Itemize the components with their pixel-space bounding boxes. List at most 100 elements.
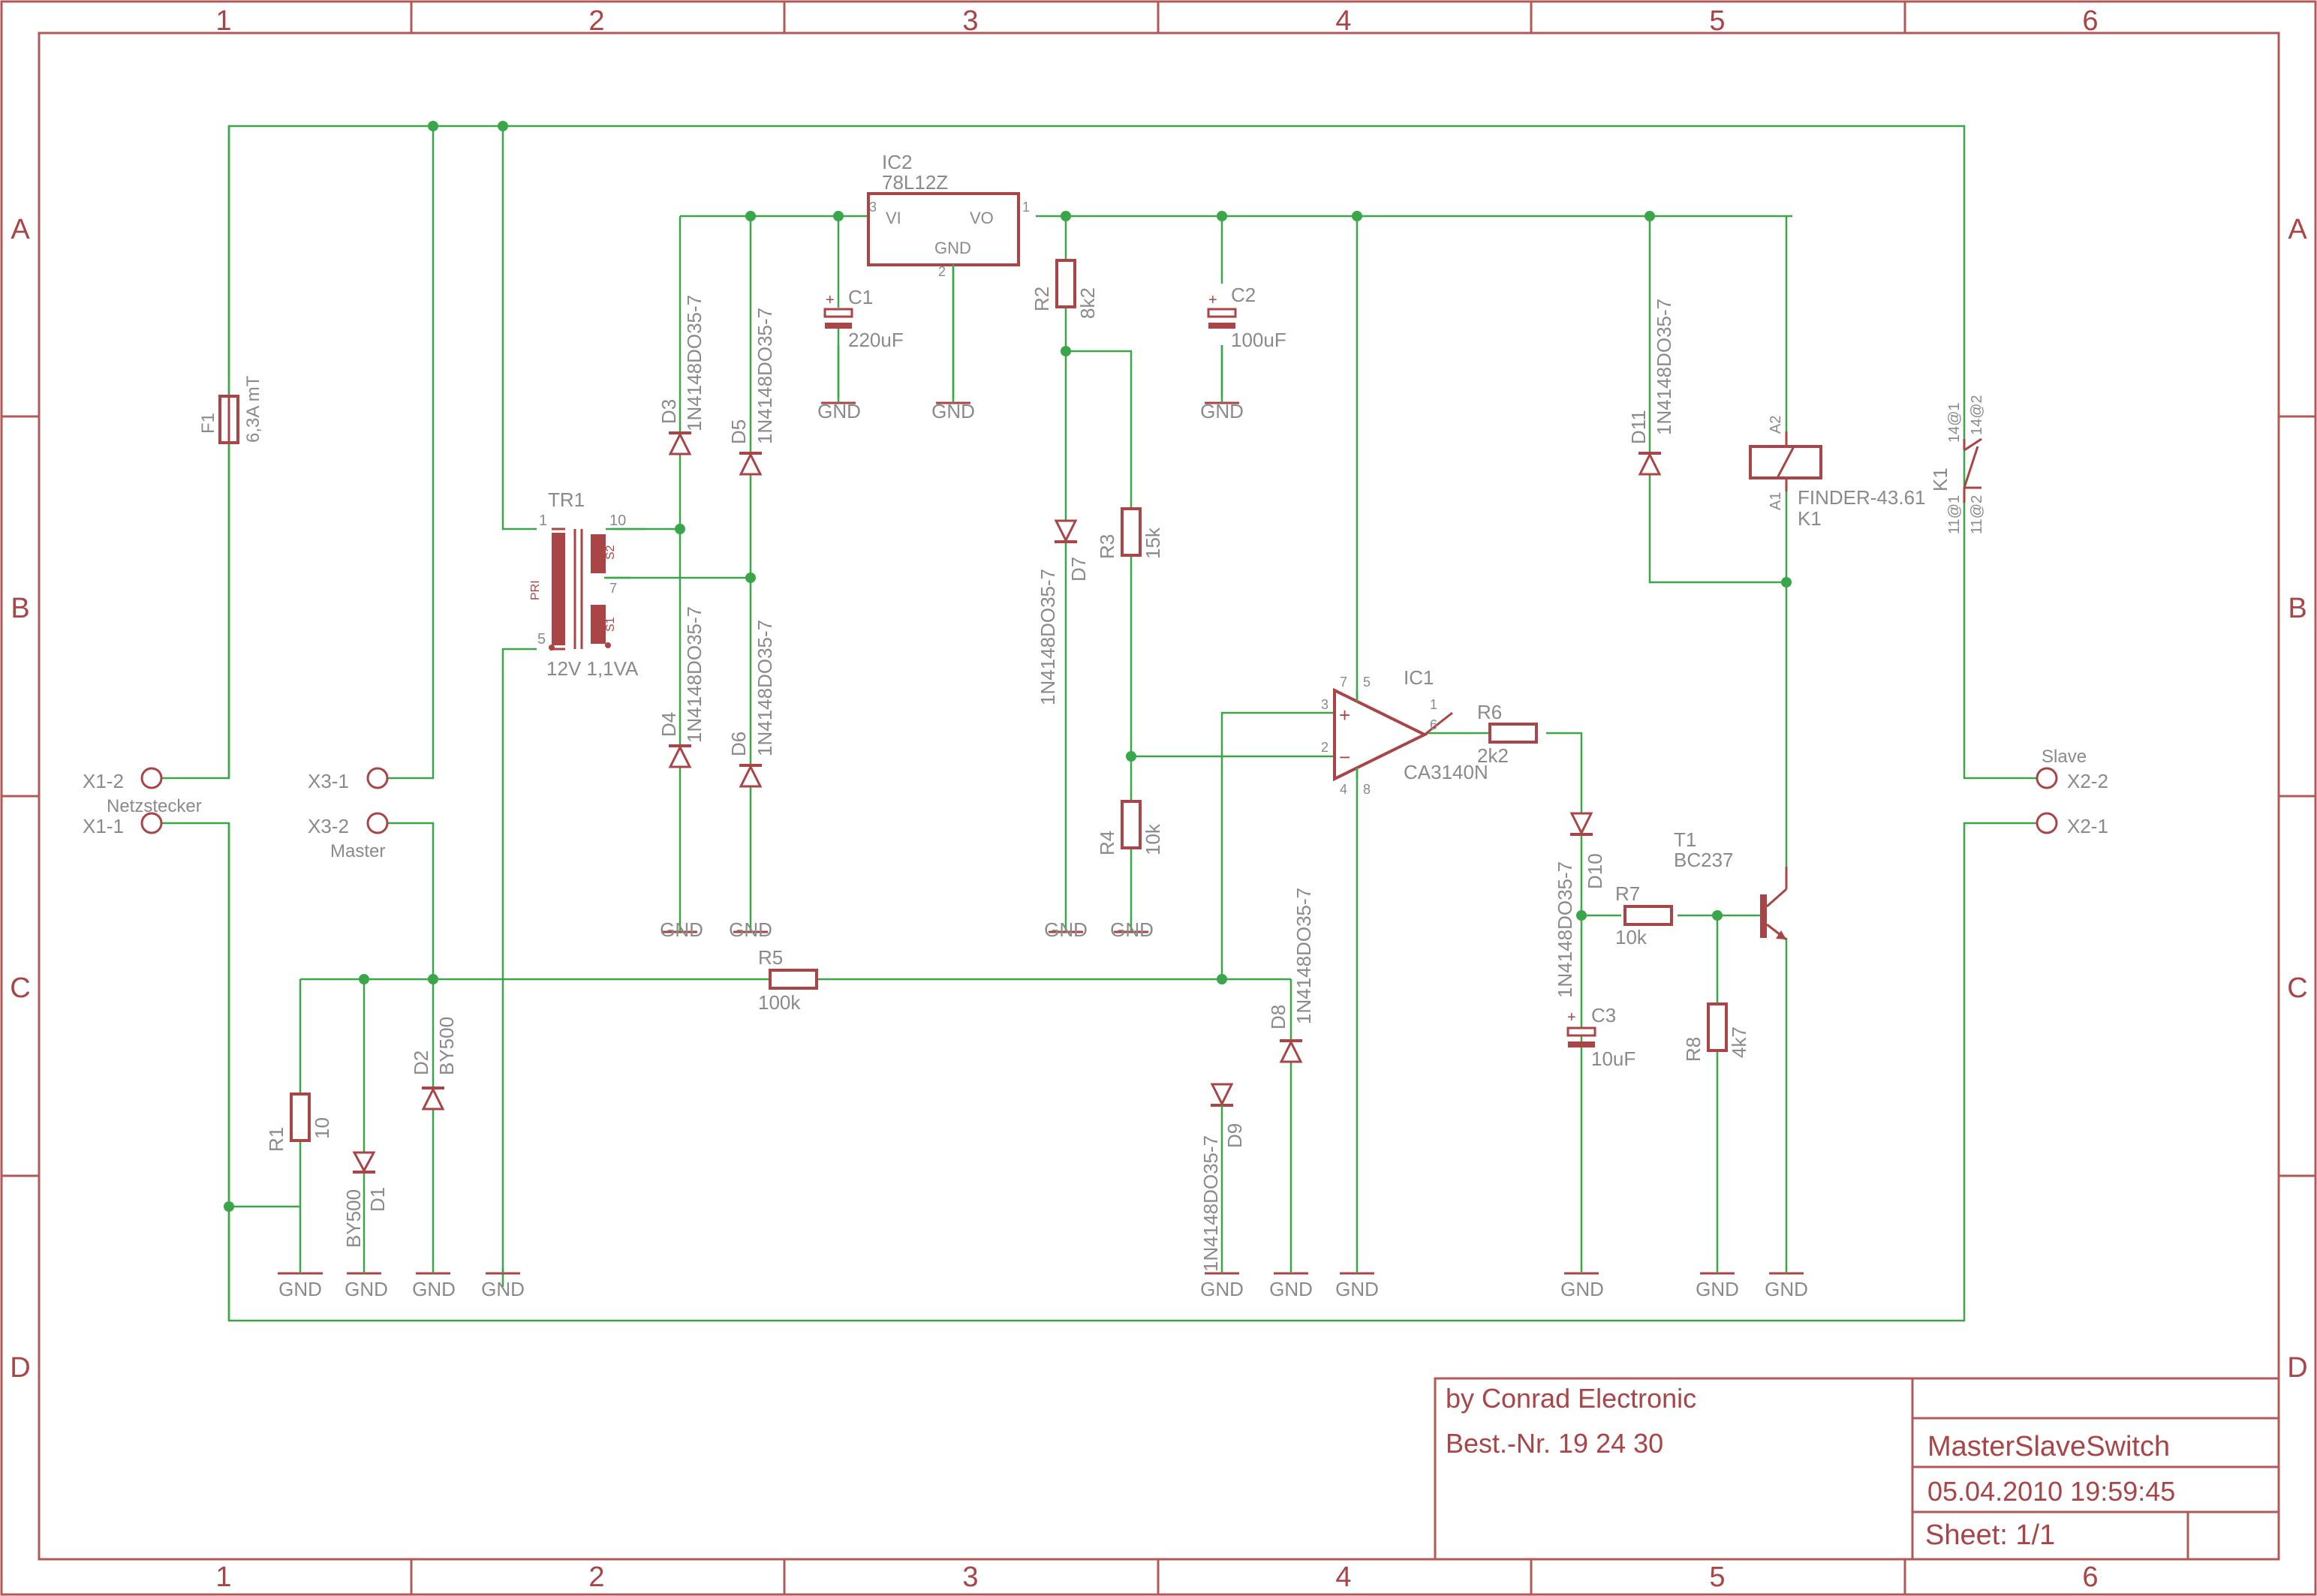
d6-ref: D6 [727,732,750,756]
r4-ref: R4 [1096,831,1118,855]
svg-text:+: + [1208,292,1217,308]
column-label: 4 [1335,5,1351,37]
ic1-value: CA3140N [1404,761,1488,783]
relay-contact-k1: 14@1 14@2 11@1 11@2 K1 [1929,395,1985,534]
resistor-r7: R7 10k [1615,882,1673,948]
c2-ref: C2 [1231,284,1256,306]
c3-value: 10uF [1591,1047,1635,1070]
c1-ref: C1 [848,286,873,308]
d3-value: 1N4148DO35-7 [683,295,706,431]
ic2-ref: IC2 [882,151,912,173]
row-label: B [11,593,29,624]
row-label: C [10,972,30,1004]
x3-2-label: X3-2 [308,815,349,837]
d5-value: 1N4148DO35-7 [754,308,776,444]
ic1-pin3: 3 [1321,697,1329,712]
tr1-pin1: 1 [539,512,547,529]
ic2-pin3: 3 [869,200,877,215]
r3-value: 15k [1142,527,1164,559]
ground-lines [299,264,1788,1273]
r6-value: 2k2 [1477,744,1509,767]
title-author: by Conrad Electronic [1446,1383,1696,1414]
row-labels-left: A B C D [10,214,30,1384]
terminal-x2-1[interactable] [2036,812,2058,834]
connector-x3: X3-1 X3-2 Master [308,767,389,861]
d6-value: 1N4148DO35-7 [754,620,776,756]
resistor-r3: R3 15k [1096,507,1164,559]
column-label: 4 [1335,1561,1351,1593]
x1-1-label: X1-1 [83,815,124,837]
row-label: A [2288,214,2307,245]
title-order-number: Best.-Nr. 19 24 30 [1446,1428,1663,1459]
gnd-label: GND [1765,1278,1808,1300]
d10-value: 1N4148DO35-7 [1554,861,1576,998]
row-label: A [11,214,30,245]
column-label: 1 [215,1561,231,1593]
d8-ref: D8 [1267,1005,1289,1029]
transistor-t1: T1 BC237 [1674,828,1788,941]
resistor-r4: R4 10k [1096,800,1164,855]
ic1-pin2: 2 [1321,740,1329,755]
row-label: D [2287,1352,2307,1384]
r4-value: 10k [1142,823,1164,855]
terminal-x1-2[interactable] [140,767,163,789]
k1-c14b: 14@2 [1969,395,1985,435]
resistor-r6: R6 2k2 [1477,701,1538,767]
x1-name: Netzstecker [107,796,202,816]
gnd-label: GND [1110,918,1154,941]
r2-value: 8k2 [1076,287,1099,319]
d1-value: BY500 [342,1189,365,1248]
gnd-label: GND [660,918,703,941]
gnd-label: GND [278,1278,322,1300]
gnd-label: GND [817,400,861,422]
connector-x2: Slave X2-2 X2-1 [2036,747,2108,837]
d11-ref: D11 [1627,410,1650,444]
d1-ref: D1 [366,1187,389,1212]
r2-ref: R2 [1031,287,1053,311]
tr1-pin5: 5 [537,631,546,648]
fuse-f1: F1 6,3A mT [198,375,263,444]
tr1-pri: PRI [529,580,542,600]
diode-d2: D2 BY500 [410,1017,458,1111]
diode-d7: 1N4148DO35-7 D7 [1037,519,1090,705]
terminal-x3-2[interactable] [366,812,389,834]
title-sheet: Sheet: 1/1 [1925,1519,2055,1551]
terminal-x1-1[interactable] [140,812,163,834]
ic1-minus: − [1339,746,1350,768]
r7-value: 10k [1615,926,1647,948]
r7-ref: R7 [1615,882,1640,905]
d3-ref: D3 [657,399,680,424]
k1-c14a: 14@1 [1946,402,1963,443]
column-label: 2 [588,1561,604,1593]
d5-ref: D5 [727,419,750,444]
title-drawing-name: MasterSlaveSwitch [1927,1431,2170,1462]
capacitor-c3: + C3 10uF [1566,1004,1635,1070]
ic1-ref: IC1 [1404,666,1434,689]
x1-2-label: X1-2 [83,770,124,792]
d7-value: 1N4148DO35-7 [1037,569,1059,705]
d9-ref: D9 [1223,1123,1246,1148]
terminal-x2-2[interactable] [2036,767,2058,789]
resistor-r1: R1 10 [265,1093,333,1152]
x3-name: Master [330,841,385,861]
k1-c11a: 11@1 [1946,495,1963,534]
d7-ref: D7 [1067,557,1090,582]
resistor-r8: R8 4k7 [1682,1002,1750,1062]
title-block: by Conrad Electronic Best.-Nr. 19 24 30 … [1434,1377,2280,1561]
x2-1-label: X2-1 [2067,815,2108,837]
transformer-tr1: TR1 12V 1,1VA PRI S2 S1 1 5 10 7 [529,488,645,680]
k1-ref: K1 [1798,507,1822,530]
diode-d8: D8 1N4148DO35-7 [1267,888,1315,1063]
ic1-pin1: 1 [1430,697,1437,712]
d8-value: 1N4148DO35-7 [1292,888,1315,1024]
ic1-pin6: 6 [1430,717,1437,732]
column-label: 2 [588,5,604,37]
terminal-x3-1[interactable] [366,767,389,789]
ic2-gnd: GND [934,239,971,257]
column-label: 3 [962,5,978,37]
gnd-label: GND [1696,1278,1739,1300]
row-label: B [2288,593,2306,624]
ic2-vo: VO [970,209,994,227]
r3-ref: R3 [1096,534,1118,559]
gnd-label: GND [729,918,772,941]
